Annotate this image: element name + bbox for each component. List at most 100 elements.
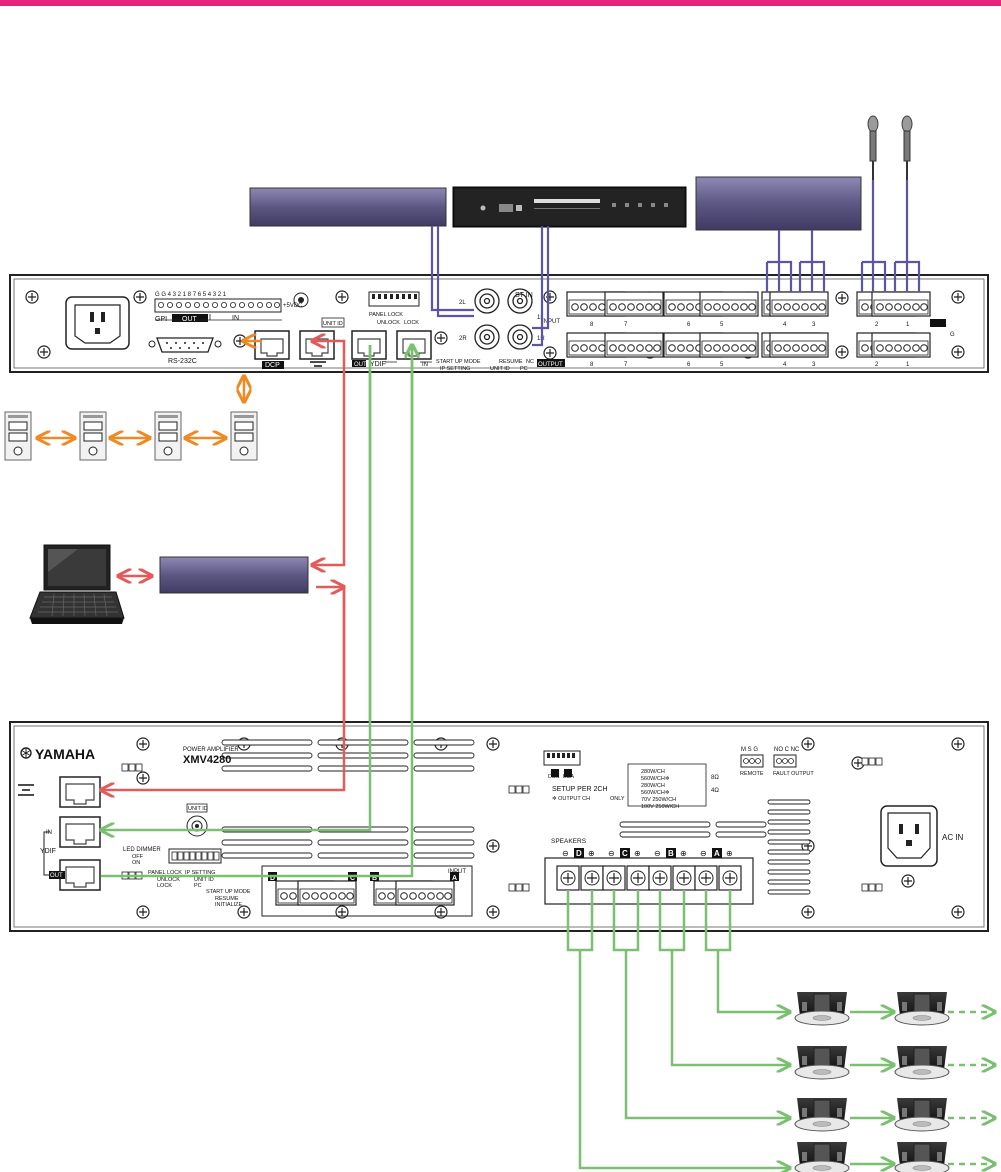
st-2l-label: 2L: [459, 300, 466, 306]
unit-id-label: UNIT ID: [323, 321, 343, 327]
speaker-channel-d: D: [576, 849, 582, 858]
dcp-panel-icon: [79, 411, 107, 461]
microphone-icon: [901, 115, 913, 181]
ydif-label: YDIF: [370, 361, 386, 368]
output-note-label: ✲ OUTPUT CH: [552, 795, 590, 802]
input-group-label: 7: [624, 322, 628, 328]
output-group-label: 1: [906, 362, 910, 368]
output-label: OUTPUT: [538, 362, 563, 368]
fault-output-label: FAULT OUTPUT: [773, 771, 814, 777]
plus-sign: ⊕: [634, 849, 641, 858]
network-amp-line: [101, 587, 346, 790]
remote-label: REMOTE: [740, 771, 764, 777]
output-group-label: 2: [875, 362, 879, 368]
analog-audio-lines: [430, 180, 921, 347]
speaker-lines: [566, 890, 995, 1168]
ip-setting-label: IP SETTING: [440, 366, 470, 372]
input-channel-b: B: [372, 875, 377, 882]
laptop-icon: [29, 544, 125, 624]
network-switch-box: [159, 556, 309, 594]
ceiling-speaker-icon: [794, 1141, 850, 1172]
st-in-label: ST IN: [515, 292, 533, 299]
cd-player: [452, 186, 687, 228]
setup-row: 560W/CH✲: [641, 789, 670, 796]
ceiling-speaker-icon: [894, 1097, 950, 1132]
amp-unit-id-short-label: UNIT ID: [194, 877, 214, 883]
amp-ip-setting-label: IP SETTING: [185, 870, 215, 876]
input-group-label: 1: [906, 322, 910, 328]
brand-logo-text: YAMAHA: [35, 746, 95, 762]
ydif-out-label: OUT: [354, 362, 367, 368]
input-group-label: 8: [590, 322, 594, 328]
input-group-label: 2: [875, 322, 879, 328]
output-note-only-label: ONLY: [610, 796, 625, 802]
ceiling-speaker-icon: [794, 1045, 850, 1080]
audio-source-box-right: [695, 176, 862, 231]
audio-source-box-left: [249, 187, 447, 227]
dcp-link-lines: [37, 341, 262, 438]
setup-row: 560W/CH✲: [641, 775, 670, 782]
on-label: ON: [132, 860, 140, 866]
model-label: XMV4280: [183, 754, 231, 766]
ac-in-label: AC IN: [942, 833, 964, 842]
ohm4-label: 4Ω: [711, 788, 719, 794]
model-line-label: POWER AMPLIFIER: [183, 747, 239, 753]
speakers-label: SPEAKERS: [551, 838, 587, 845]
minus-sign: ⊖: [654, 849, 661, 858]
fault-no-c-nc-label: NO C NC: [774, 747, 800, 753]
output-group-label: 4: [783, 362, 787, 368]
ohm8-label: 8Ω: [711, 775, 719, 781]
input-group-label: 6: [687, 322, 691, 328]
amplifier-rear-panel: [9, 721, 989, 932]
minus-sign: ⊖: [608, 849, 615, 858]
amp-lock-label: LOCK: [157, 883, 172, 889]
output-group-label: 6: [687, 362, 691, 368]
dip-pair-label: D&C: [548, 774, 560, 780]
st-2r-label: 2R: [459, 336, 467, 342]
st-1l-label: 1L: [537, 315, 544, 321]
processor-rear-panel: [9, 274, 989, 373]
amp-pc-label: PC: [194, 883, 202, 889]
amp-ydif-in-label: IN: [46, 830, 52, 836]
plus-sign: ⊕: [680, 849, 687, 858]
dcp-panel-icon: [154, 411, 182, 461]
gpi-voltage-label: +5VDC: [283, 303, 303, 309]
setup-row: 100V 250W/CH: [641, 804, 679, 810]
speaker-channel-c: C: [622, 849, 628, 858]
amp-initialize-label: INITIALIZE: [215, 902, 243, 908]
ceiling-speaker-icon: [894, 1141, 950, 1172]
ground-label: G: [950, 332, 955, 338]
ceiling-speaker-icon: [894, 1045, 950, 1080]
start-up-mode-label: START UP MODE: [436, 359, 481, 365]
unit-id-short-label: UNIT ID: [490, 366, 510, 372]
speaker-channel-a: A: [714, 849, 720, 858]
gpi-in-label: IN: [232, 315, 239, 322]
amp-resume-label: RESUME: [215, 896, 239, 902]
gpi-label: GPI: [155, 316, 167, 323]
output-group-label: 3: [812, 362, 816, 368]
amp-start-up-mode-label: START UP MODE: [206, 889, 251, 895]
microphone-icon: [867, 115, 879, 181]
output-group-label: 5: [720, 362, 724, 368]
remote-msg-label: M S G: [741, 747, 758, 753]
output-group-label: 8: [590, 362, 594, 368]
amp-panel-lock-label: PANEL LOCK: [148, 870, 182, 876]
output-group-label: 7: [624, 362, 628, 368]
gpi-numbers: G G 4 3 2 1 8 7 6 5 4 3 2 1: [155, 292, 227, 298]
minus-sign: ⊖: [562, 849, 569, 858]
amp-unlock-label: UNLOCK: [157, 877, 180, 883]
ydif-amp-lines: [101, 345, 412, 878]
input-group-label: 4: [783, 322, 787, 328]
amp-ydif-label: YDIF: [40, 848, 56, 855]
led-dimmer-label: LED DIMMER: [123, 847, 161, 853]
gpi-out-label: OUT: [182, 316, 198, 323]
unlock-label: UNLOCK: [377, 320, 400, 326]
setup-row: 280W/CH: [641, 783, 665, 789]
dcp-panel-icon: [230, 411, 258, 461]
dip-pair-label: B&A: [563, 774, 574, 780]
resume-label: RESUME: [499, 359, 523, 365]
nc-label: NC: [526, 359, 534, 365]
setup-per-2ch-label: SETUP PER 2CH: [552, 786, 608, 793]
plus-sign: ⊕: [726, 849, 733, 858]
